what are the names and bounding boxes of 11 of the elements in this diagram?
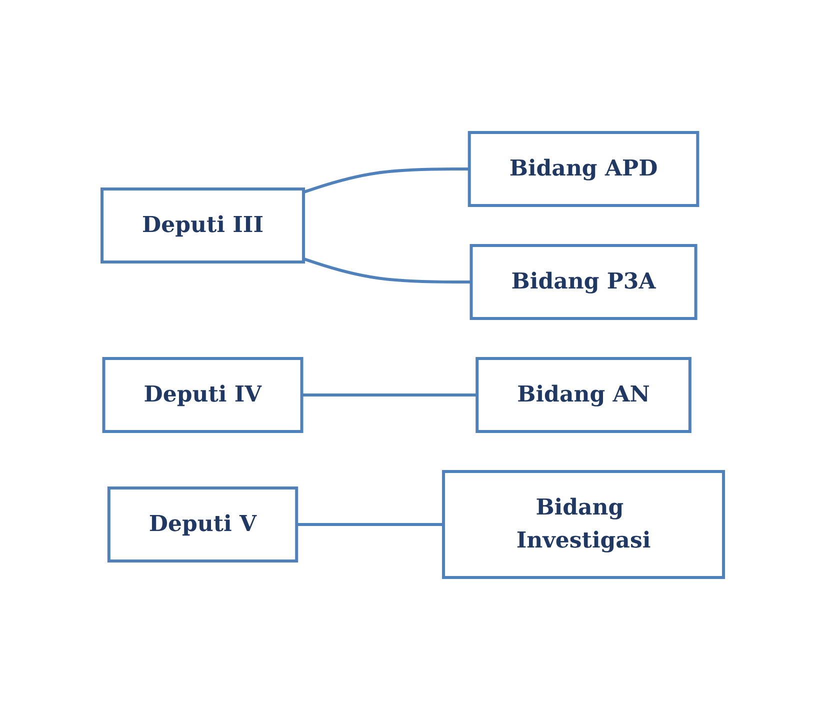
node-box: Deputi IV	[102, 357, 304, 433]
node-box: Deputi V	[108, 486, 298, 562]
connector	[302, 394, 478, 396]
connector	[303, 257, 472, 284]
node-box: Bidang AN	[476, 357, 692, 433]
connector	[303, 168, 470, 194]
node-box: Bidang Investigasi	[442, 470, 726, 579]
node-box: Bidang P3A	[470, 244, 698, 320]
node-box: Bidang APD	[468, 131, 700, 207]
connector	[296, 523, 444, 526]
node-box: Deputi III	[100, 188, 306, 264]
